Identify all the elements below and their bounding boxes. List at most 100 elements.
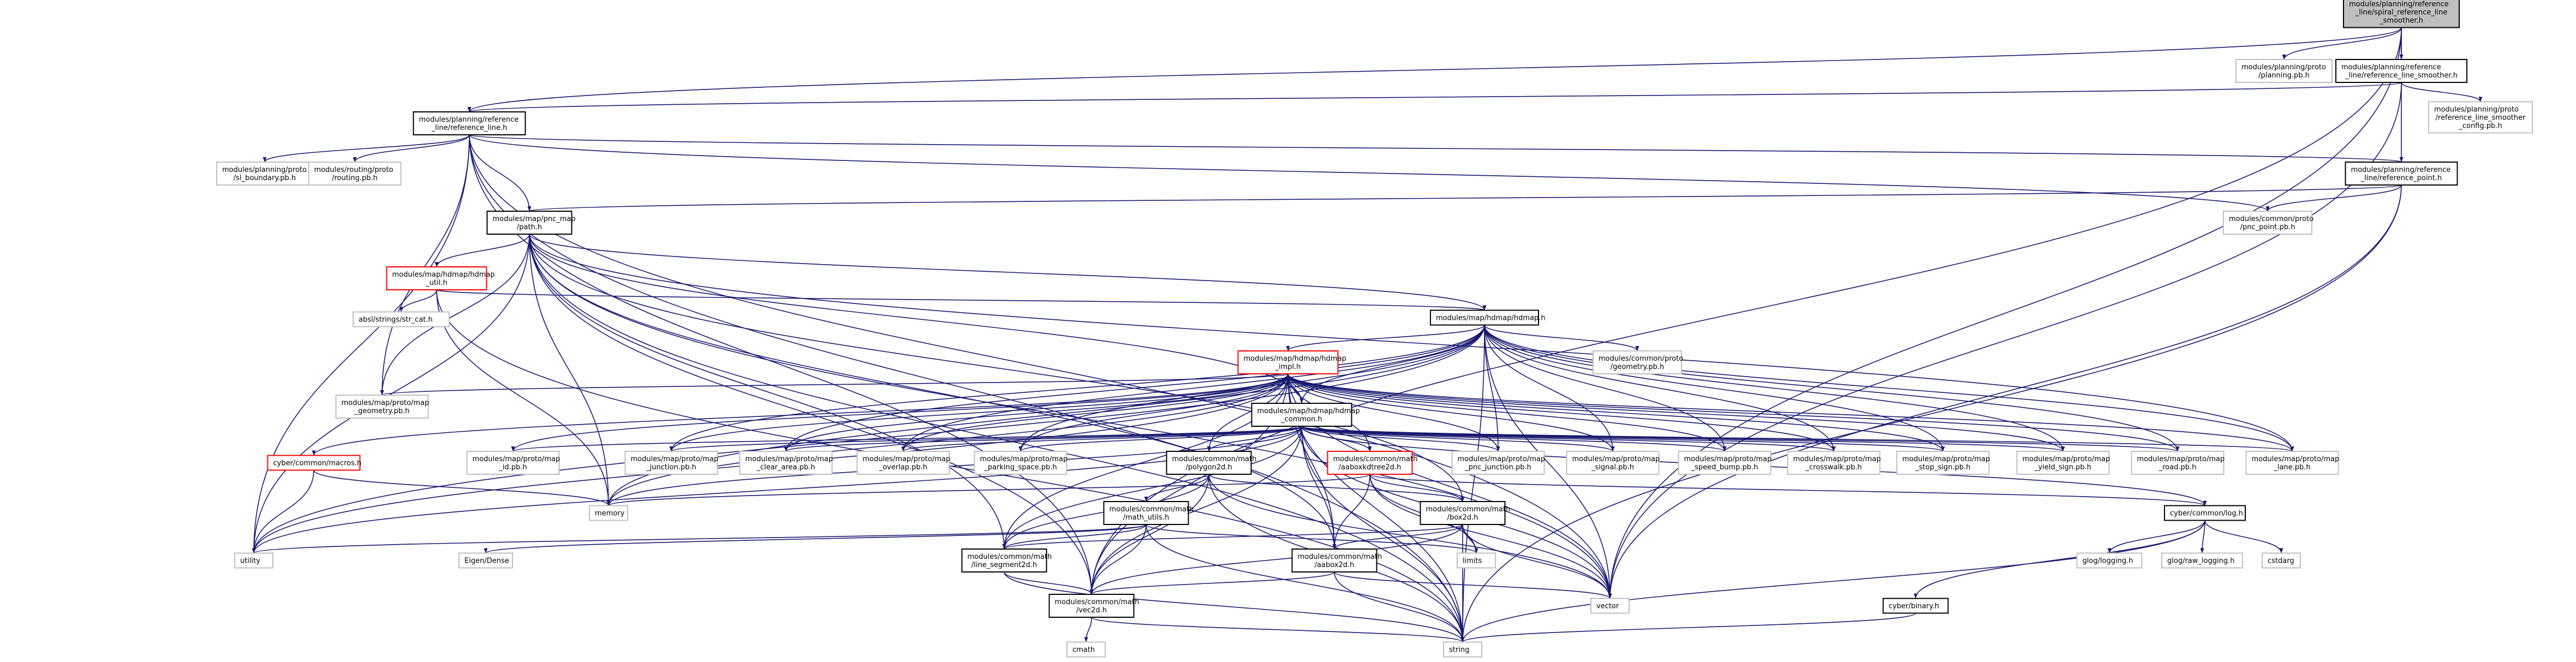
node-str-cat[interactable]: absl/strings/str_cat.h [353,311,450,327]
node-vec2d[interactable]: modules/common/math/vec2d.h [1048,594,1140,618]
node-box [308,162,402,186]
node-eigen[interactable]: Eigen/Dense [458,552,513,569]
node-map-geometry[interactable]: modules/map/proto/map_geometry.pb.h [335,395,430,419]
node-label-line: _line/reference_line_smoother.h [2345,71,2458,80]
node-string[interactable]: string [1443,641,1482,658]
node-map-overlap[interactable]: modules/map/proto/map_overlap.pb.h [856,451,951,475]
node-memory[interactable]: memory [589,505,628,521]
node-label-line: _signal.pb.h [1591,463,1634,472]
node-vector[interactable]: vector [1590,598,1630,614]
node-aaboxkdtree2d[interactable]: modules/common/math/aaboxkdtree2d.h [1327,451,1418,475]
node-box [1103,501,1189,525]
node-box [1451,451,1545,475]
edge-rls-h-to-rls-cfg [2401,82,2483,102]
node-macros[interactable]: cyber/common/macros.h [267,455,362,471]
edge-rl-h-to-routing-pb [353,134,470,163]
node-geometry-common[interactable]: modules/common/proto/geometry.pb.h [1593,350,1683,374]
node-label-line: /geometry.pb.h [1611,363,1665,371]
edge-path-h-to-hdmap-util [434,234,530,267]
node-pnc-point[interactable]: modules/common/proto/pnc_point.pb.h [2223,211,2313,235]
node-hdmap-h[interactable]: modules/map/hdmap/hdmap.h [1430,309,1546,326]
edge-rp-h-to-string [1460,184,2402,642]
node-label-line: modules/common/math [1298,553,1382,561]
edge-path-h-to-box2d [529,234,1465,502]
node-label-line: modules/planning/proto [2434,106,2519,114]
node-sl-boundary[interactable]: modules/planning/proto/sl_boundary.pb.h [216,162,313,186]
node-label-line: _line/reference_point.h [2360,174,2442,182]
node-cmath[interactable]: cmath [1066,641,1106,658]
edge-hdmap-impl-to-map-crosswalk [1287,373,1836,452]
node-hdmap-common[interactable]: modules/map/hdmap/hdmap_common.h [1251,403,1360,427]
edge-hdmap-h-to-geometry-common [1484,325,1639,351]
edge-hdmap-impl-to-map-junction [669,373,1289,452]
node-cstdarg[interactable]: cstdarg [2262,552,2301,569]
node-utility[interactable]: utility [234,552,273,569]
node-box [1430,309,1539,326]
node-hdmap-impl[interactable]: modules/map/hdmap/hdmap_impl.h [1237,350,1346,374]
node-polygon2d[interactable]: modules/common/math/polygon2d.h [1166,451,1257,475]
node-rls-cfg[interactable]: modules/planning/proto/reference_line_sm… [2428,101,2533,134]
node-box [2335,59,2467,83]
node-map-yield-sign[interactable]: modules/map/proto/map_yield_sign.pb.h [2016,451,2110,475]
node-box [1593,350,1682,374]
edge-hdmap-common-to-memory [606,426,1302,506]
node-map-stop-sign[interactable]: modules/map/proto/map_stop_sign.pb.h [1896,451,1990,475]
node-map-crosswalk[interactable]: modules/map/proto/map_crosswalk.pb.h [1787,451,1881,475]
node-rls-h[interactable]: modules/planning/reference_line/referenc… [2335,59,2467,83]
node-label-line: string [1449,646,1469,654]
edge-math-utils-to-string [1146,524,1465,642]
node-label-line: modules/common/proto [1599,355,1683,363]
node-limits[interactable]: limits [1457,552,1496,569]
node-rp-h[interactable]: modules/planning/reference_line/referenc… [2345,162,2458,186]
node-routing-pb[interactable]: modules/routing/proto/routing.pb.h [308,162,402,186]
node-label-line: modules/common/math [1426,505,1511,514]
node-label-line: cyber/common/log.h [2170,510,2243,518]
edge-aabox2d-to-vector [1334,571,1612,599]
node-label-line: /vec2d.h [1076,606,1107,615]
node-line-segment2d[interactable]: modules/common/math/line_segment2d.h [961,548,1052,572]
edge-rl-h-to-pnc-point [469,134,2270,212]
node-label-line: modules/map/pnc_map [493,215,576,223]
node-aabox2d[interactable]: modules/common/math/aabox2d.h [1291,548,1382,572]
node-label-line: modules/map/proto/map [1572,455,1660,463]
node-box [1048,594,1135,618]
node-label-line: _common.h [1280,415,1322,424]
node-root[interactable]: modules/planning/reference_line/spiral_r… [2343,0,2460,28]
node-label-line: modules/common/math [968,553,1052,561]
node-path-h[interactable]: modules/map/pnc_map/path.h [486,211,576,235]
node-map-pnc-junction[interactable]: modules/map/proto/map_pnc_junction.pb.h [1451,451,1546,475]
node-glog-logging[interactable]: glog/logging.h [2076,552,2143,569]
node-map-id[interactable]: modules/map/proto/map_id.pb.h [466,451,560,475]
node-map-parking[interactable]: modules/map/proto/map_parking_space.pb.h [974,451,1068,475]
node-label-line: modules/common/proto [2229,215,2313,223]
node-box [2345,162,2458,186]
node-box [974,451,1068,475]
node-box2d[interactable]: modules/common/math/box2d.h [1420,501,1511,525]
node-map-junction[interactable]: modules/map/proto/map_junction.pb.h [624,451,719,475]
node-binary-h[interactable]: cyber/binary.h [1882,598,1949,614]
edge-rp-h-to-path-h [528,184,2402,212]
node-hdmap-util[interactable]: modules/map/hdmap/hdmap_util.h [386,266,495,290]
edge-rp-h-to-pnc-point [2265,184,2402,212]
node-map-road[interactable]: modules/map/proto/map_road.pb.h [2131,451,2225,475]
node-planning-pb[interactable]: modules/planning/proto/planning.pb.h [2235,59,2333,83]
node-map-lane[interactable]: modules/map/proto/map_lane.pb.h [2245,451,2340,475]
edge-hdmap-impl-to-map-pnc-junction [1287,373,1500,452]
node-map-speed-bump[interactable]: modules/map/proto/map_speed_bump.pb.h [1678,451,1772,475]
edge-path-h-to-utility [252,234,530,553]
node-log-h[interactable]: cyber/common/log.h [2164,505,2246,521]
node-map-signal[interactable]: modules/map/proto/map_signal.pb.h [1566,451,1660,475]
edge-hdmap-common-to-map-crosswalk [1301,426,1836,452]
node-label-line: _id.pb.h [498,463,527,472]
node-map-clear-area[interactable]: modules/map/proto/map_clear_area.pb.h [739,451,833,475]
edge-line-segment2d-to-string [1004,571,1465,642]
node-math-utils[interactable]: modules/common/math/math_utils.h [1103,501,1194,525]
edge-hdmap-h-to-map-road [1484,325,2180,452]
node-label-line: limits [1463,557,1482,565]
node-label-line: /line_segment2d.h [971,561,1037,569]
node-rl-h[interactable]: modules/planning/reference_line/referenc… [413,111,526,135]
edge-math-utils-to-limits [1146,524,1478,554]
node-label-line: _stop_sign.pb.h [1915,463,1971,472]
node-glog-raw[interactable]: glog/raw_logging.h [2161,552,2243,569]
